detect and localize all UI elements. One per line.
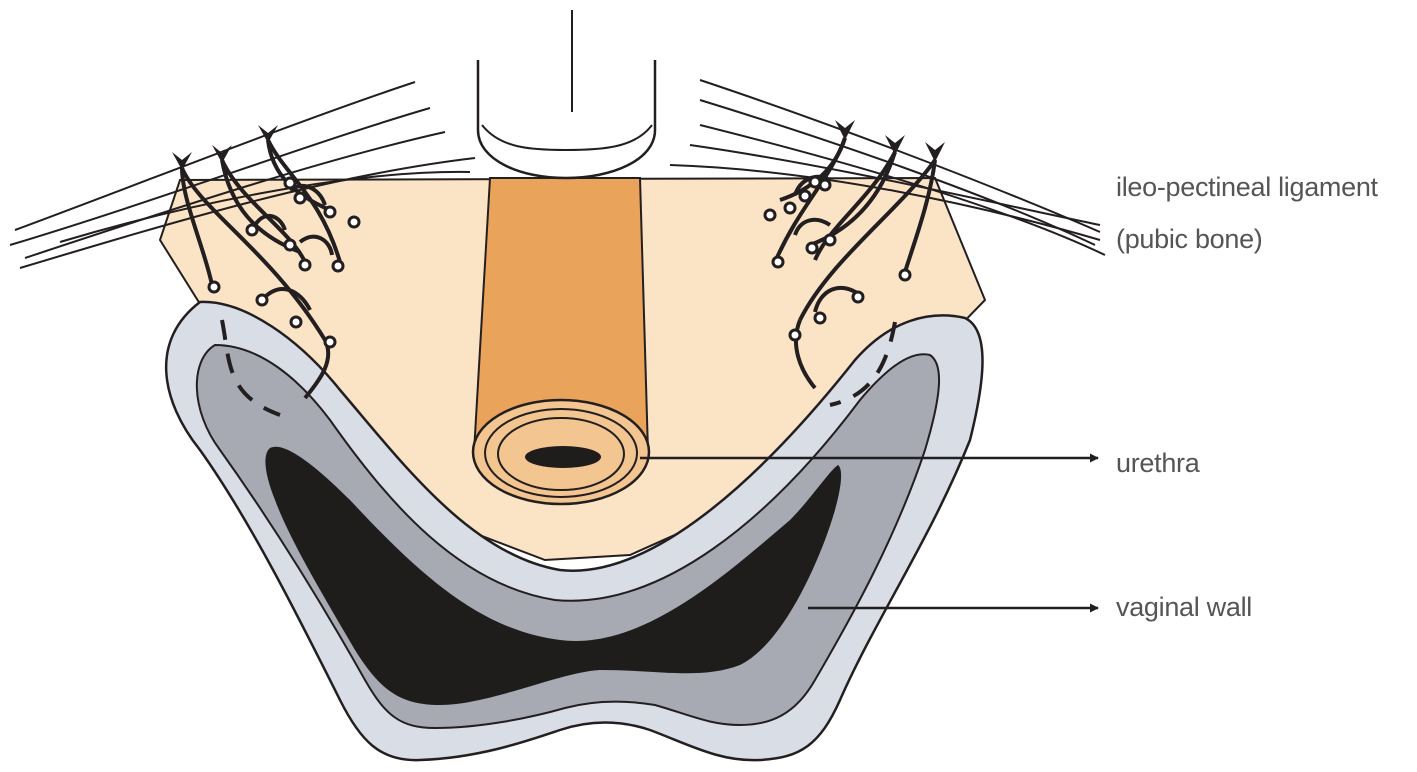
- ligament-sublabel: (pubic bone): [1116, 222, 1263, 256]
- finger-tip: [478, 60, 655, 178]
- urethral-lumen: [525, 446, 601, 468]
- vaginal-wall-label: vaginal wall: [1116, 590, 1252, 624]
- urethra-label: urethra: [1116, 446, 1199, 480]
- ligament-label: ileo-pectineal ligament: [1116, 170, 1378, 204]
- suture-needles-right: [835, 120, 945, 162]
